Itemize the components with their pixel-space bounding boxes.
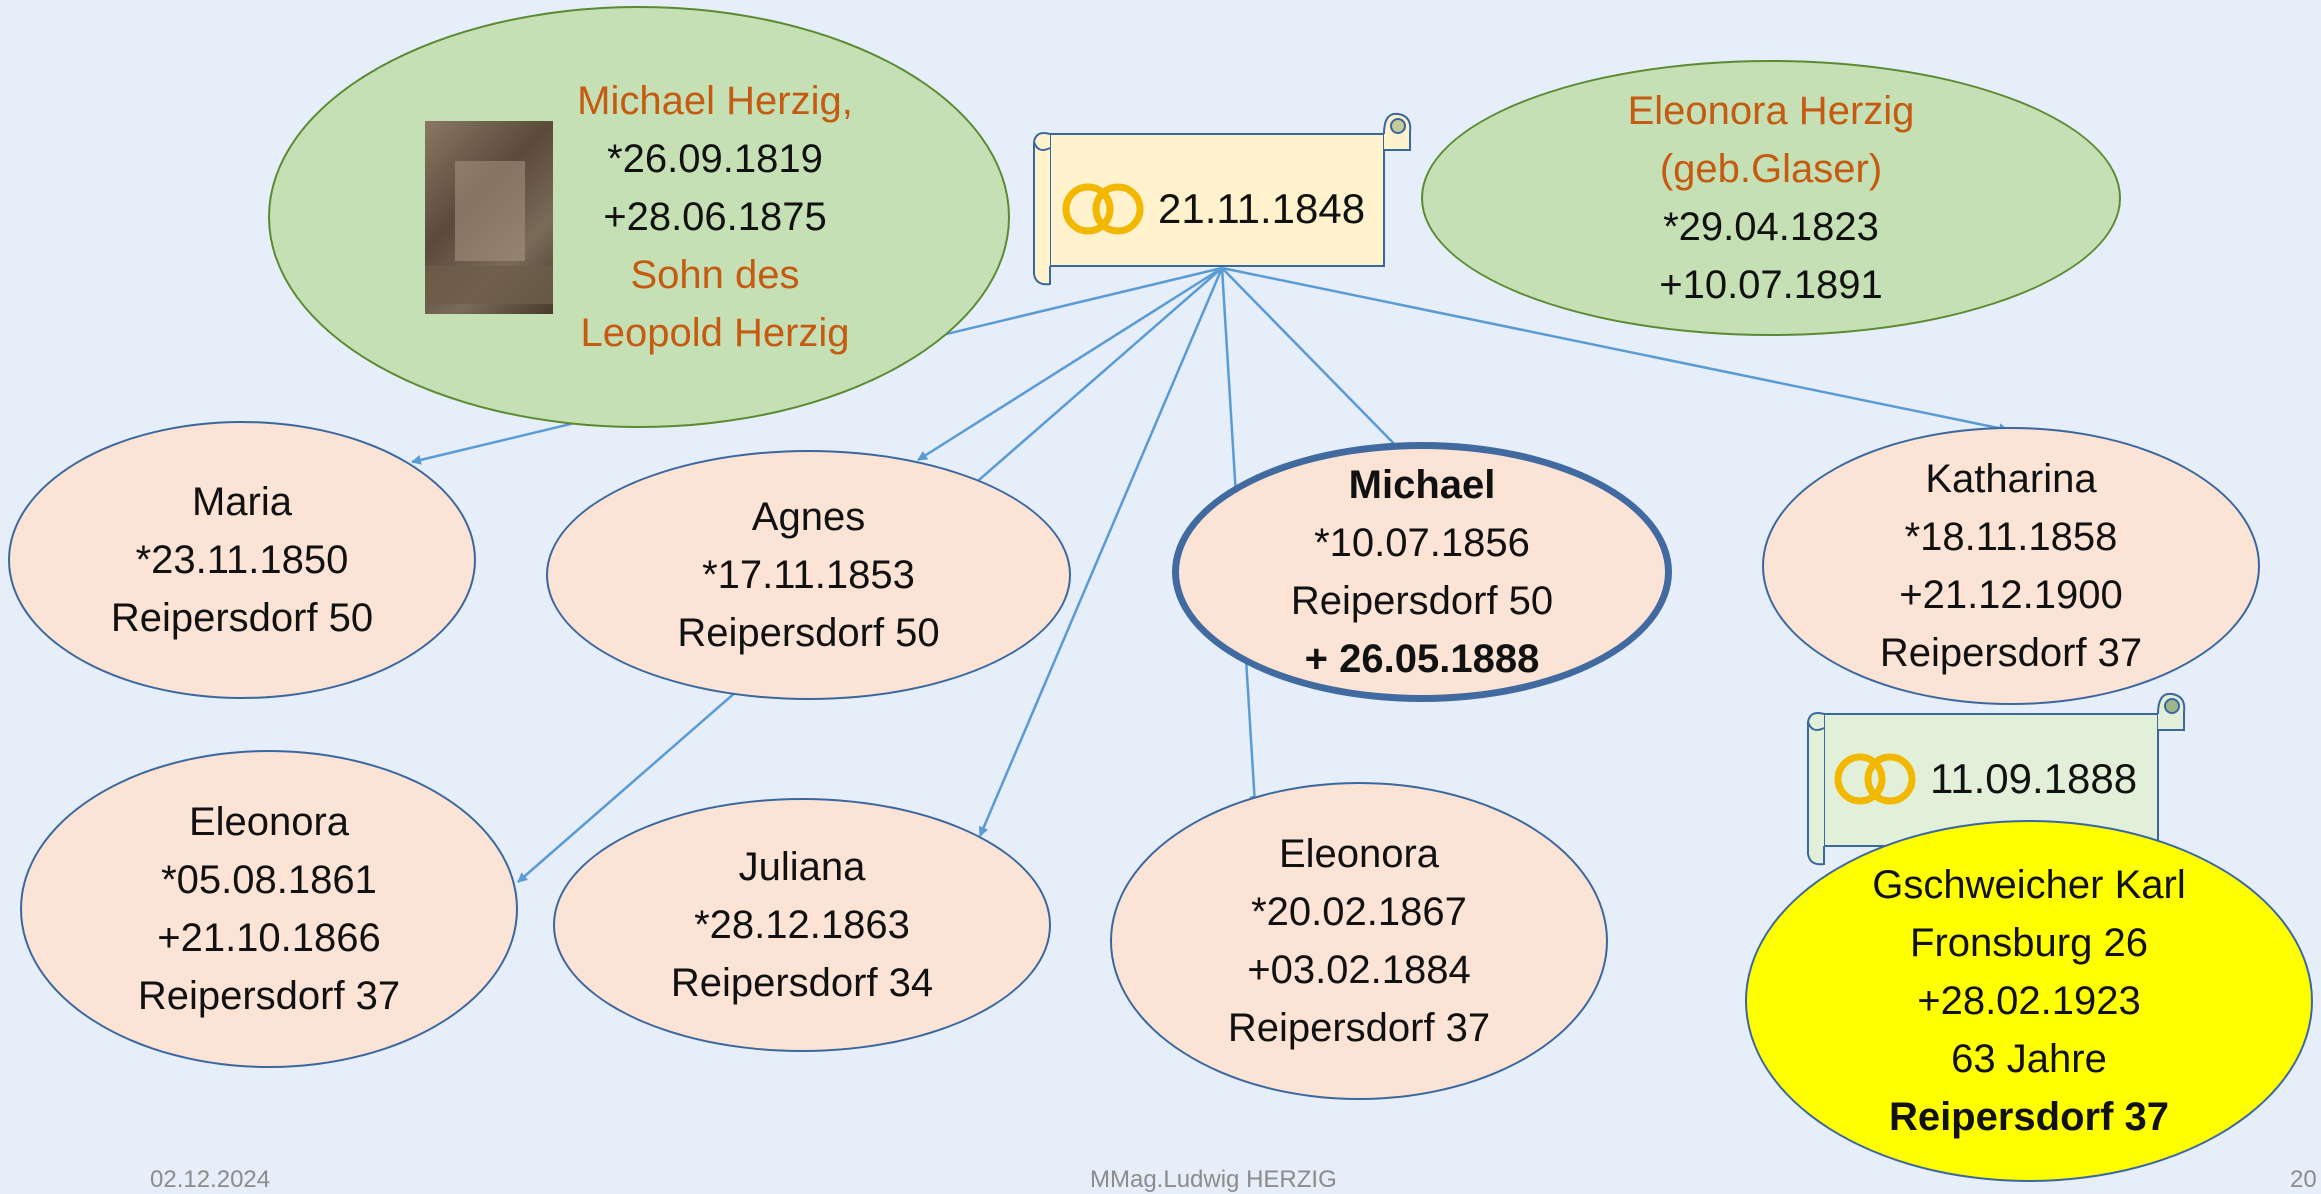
footer-date: 02.12.2024 xyxy=(150,1166,271,1193)
child-address: Reipersdorf 50 xyxy=(677,611,940,655)
footer-title: MMag.Ludwig HERZIG xyxy=(1090,1166,1337,1193)
father-relation: Sohn des xyxy=(630,253,800,297)
child-death: +03.02.1884 xyxy=(1247,948,1471,992)
spouse-death: +28.02.1923 xyxy=(1917,979,2141,1023)
child-name: Katharina xyxy=(1925,457,2097,501)
child-maria: Maria *23.11.1850 Reipersdorf 50 xyxy=(8,421,476,699)
marriage-scroll: 21.11.1848 xyxy=(1028,108,1412,286)
child-address: Reipersdorf 34 xyxy=(670,961,934,1005)
child-birth: *18.11.1858 xyxy=(1904,515,2118,559)
child-michael: Michael *10.07.1856 Reipersdorf 50 + 26.… xyxy=(1172,442,1672,702)
child-death: + 26.05.1888 xyxy=(1304,637,1540,681)
mother-name: Eleonora Herzig xyxy=(1627,89,1915,133)
second-marriage-date: 11.09.1888 xyxy=(1930,755,2138,802)
child-name: Michael xyxy=(1348,463,1496,507)
child-birth: *23.11.1850 xyxy=(135,538,349,582)
scroll-banner xyxy=(1807,692,2186,866)
child-agnes: Agnes *17.11.1853 Reipersdorf 50 xyxy=(546,450,1071,700)
father-name: Michael Herzig, xyxy=(577,79,853,123)
child-death: +21.10.1866 xyxy=(157,916,381,960)
spouse-origin: Fronsburg 26 xyxy=(1910,921,2148,965)
child-name: Agnes xyxy=(751,495,866,539)
child-name: Maria xyxy=(191,480,293,524)
father-birth: *26.09.1819 xyxy=(607,137,823,181)
child-birth: *20.02.1867 xyxy=(1251,890,1467,934)
wedding-rings-icon xyxy=(1834,753,1916,805)
arrow-to-agnes xyxy=(917,266,1223,462)
child-eleonora-1861: Eleonora *05.08.1861 +21.10.1866 Reipers… xyxy=(20,750,518,1068)
mother-node: Eleonora Herzig (geb.Glaser) *29.04.1823… xyxy=(1421,60,2121,336)
child-birth: *05.08.1861 xyxy=(161,858,377,902)
child-katharina: Katharina *18.11.1858 +21.12.1900 Reiper… xyxy=(1762,427,2260,705)
second-marriage-scroll: 11.09.1888 xyxy=(1802,688,2186,866)
marriage-date: 21.11.1848 xyxy=(1158,185,1366,232)
scroll-banner xyxy=(1033,112,1412,286)
child-address: Reipersdorf 50 xyxy=(1290,579,1554,623)
arrow-to-katharina xyxy=(1221,266,2009,434)
spouse-node: Gschweicher Karl Fronsburg 26 +28.02.192… xyxy=(1745,820,2313,1182)
child-birth: *28.12.1863 xyxy=(694,903,910,947)
spouse-name: Gschweicher Karl xyxy=(1872,863,2186,907)
mother-maiden-name: (geb.Glaser) xyxy=(1659,147,1883,191)
footer-page-number: 20 xyxy=(2290,1166,2317,1193)
arrow-to-juliana xyxy=(978,267,1224,837)
spouse-address: Reipersdorf 37 xyxy=(1888,1095,2170,1139)
child-address: Reipersdorf 37 xyxy=(1879,631,2143,675)
father-death: +28.06.1875 xyxy=(603,195,827,239)
child-address: Reipersdorf 37 xyxy=(1227,1006,1491,1050)
child-name: Juliana xyxy=(738,845,866,889)
spouse-age: 63 Jahre xyxy=(1951,1037,2107,1081)
arrow-to-michael xyxy=(1221,267,1408,458)
child-name: Eleonora xyxy=(188,800,350,844)
wedding-rings-icon xyxy=(1062,183,1144,235)
gravestone-photo xyxy=(425,120,554,314)
child-birth: *10.07.1856 xyxy=(1314,521,1530,565)
child-name: Eleonora xyxy=(1278,832,1440,876)
child-eleonora-1867: Eleonora *20.02.1867 +03.02.1884 Reipers… xyxy=(1110,782,1608,1100)
father-node: Michael Herzig, *26.09.1819 +28.06.1875 … xyxy=(268,6,1010,428)
father-parent-name: Leopold Herzig xyxy=(580,311,850,355)
child-death: +21.12.1900 xyxy=(1899,573,2123,617)
mother-death: +10.07.1891 xyxy=(1659,263,1883,307)
child-address: Reipersdorf 50 xyxy=(110,596,374,640)
child-birth: *17.11.1853 xyxy=(702,553,915,597)
mother-birth: *29.04.1823 xyxy=(1663,205,1879,249)
child-juliana: Juliana *28.12.1863 Reipersdorf 34 xyxy=(553,798,1051,1052)
child-address: Reipersdorf 37 xyxy=(137,974,401,1018)
